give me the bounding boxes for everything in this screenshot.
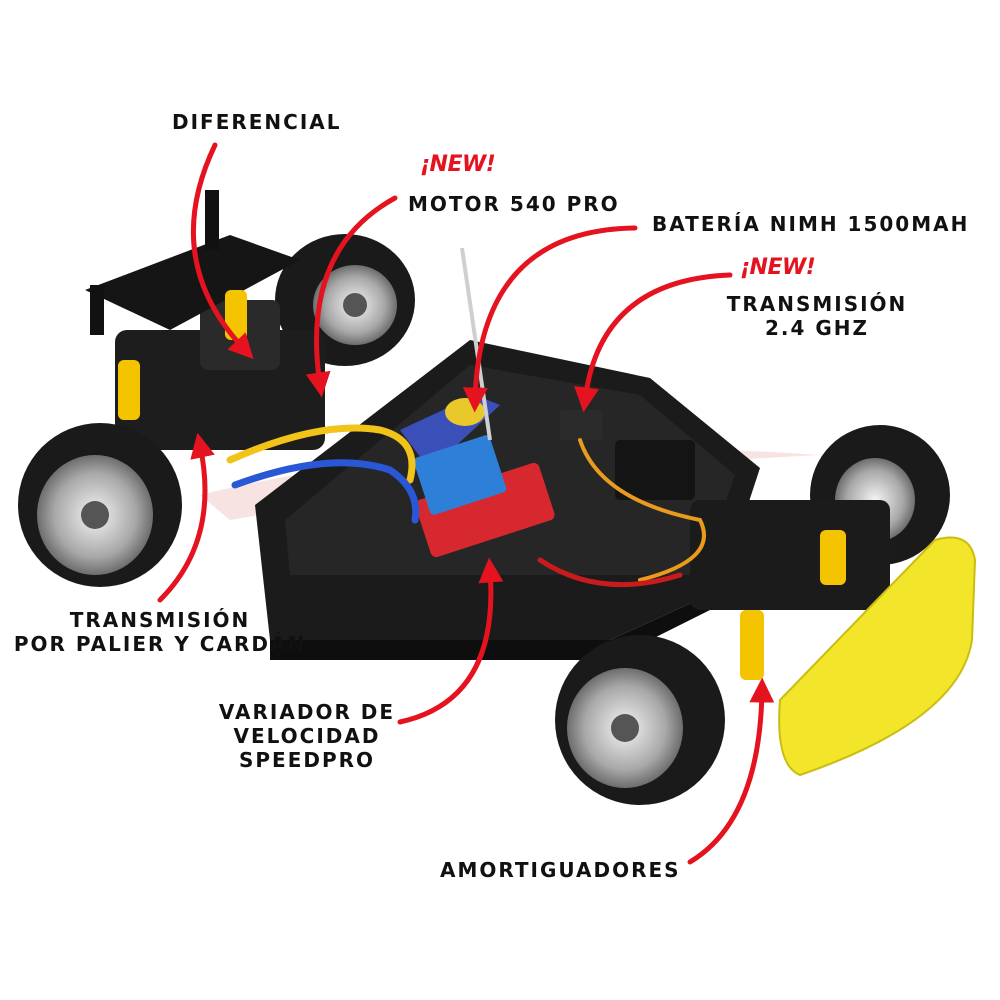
arrow-transmision-radio-icon: [574, 272, 733, 413]
arrow-variador-icon: [397, 557, 504, 725]
speed-controller: [413, 435, 555, 558]
rear-shock-springs: [118, 290, 247, 420]
label-transmision-palier: TRANSMISIÓN POR PALIER Y CARDÁN: [10, 608, 310, 656]
label-bateria: BATERÍA NIMH 1500MAH: [652, 212, 970, 236]
receiver-servo: [560, 410, 695, 500]
label-variador-line2: VELOCIDAD: [233, 724, 381, 748]
front-suspension-assembly: [690, 500, 890, 680]
label-variador: VARIADOR DE VELOCIDAD SPEEDPRO: [212, 700, 402, 772]
label-variador-line1: VARIADOR DE: [218, 700, 396, 724]
label-transmision-palier-line2: POR PALIER Y CARDÁN: [13, 632, 307, 656]
front-bumper: [778, 536, 977, 777]
label-transmision-radio: TRANSMISIÓN 2.4 GHZ: [722, 292, 912, 340]
label-motor: MOTOR 540 PRO: [408, 192, 620, 216]
annotation-arrows: [157, 142, 775, 865]
arrow-bateria-icon: [462, 225, 638, 413]
rear-gearbox-assembly: [85, 190, 325, 450]
label-amortiguadores: AMORTIGUADORES: [440, 858, 681, 882]
label-transmision-radio-line2: 2.4 GHZ: [764, 316, 870, 340]
label-diferencial: DIFERENCIAL: [172, 110, 342, 134]
label-variador-line3: SPEEDPRO: [238, 748, 376, 772]
new-badge-transmission: ¡NEW!: [740, 255, 816, 280]
wheel-front-left: [555, 635, 725, 805]
wheel-rear-left: [18, 423, 182, 587]
wiring: [226, 424, 706, 588]
arrow-amortiguadores-icon: [687, 677, 775, 865]
arrow-diferencial-icon: [190, 142, 254, 360]
label-transmision-palier-line1: TRANSMISIÓN: [69, 608, 251, 632]
new-badge-motor: ¡NEW!: [420, 152, 496, 177]
arrow-transmision-palier-icon: [157, 432, 215, 603]
arrow-motor-icon: [305, 195, 398, 398]
label-transmision-radio-line1: TRANSMISIÓN: [726, 292, 908, 316]
